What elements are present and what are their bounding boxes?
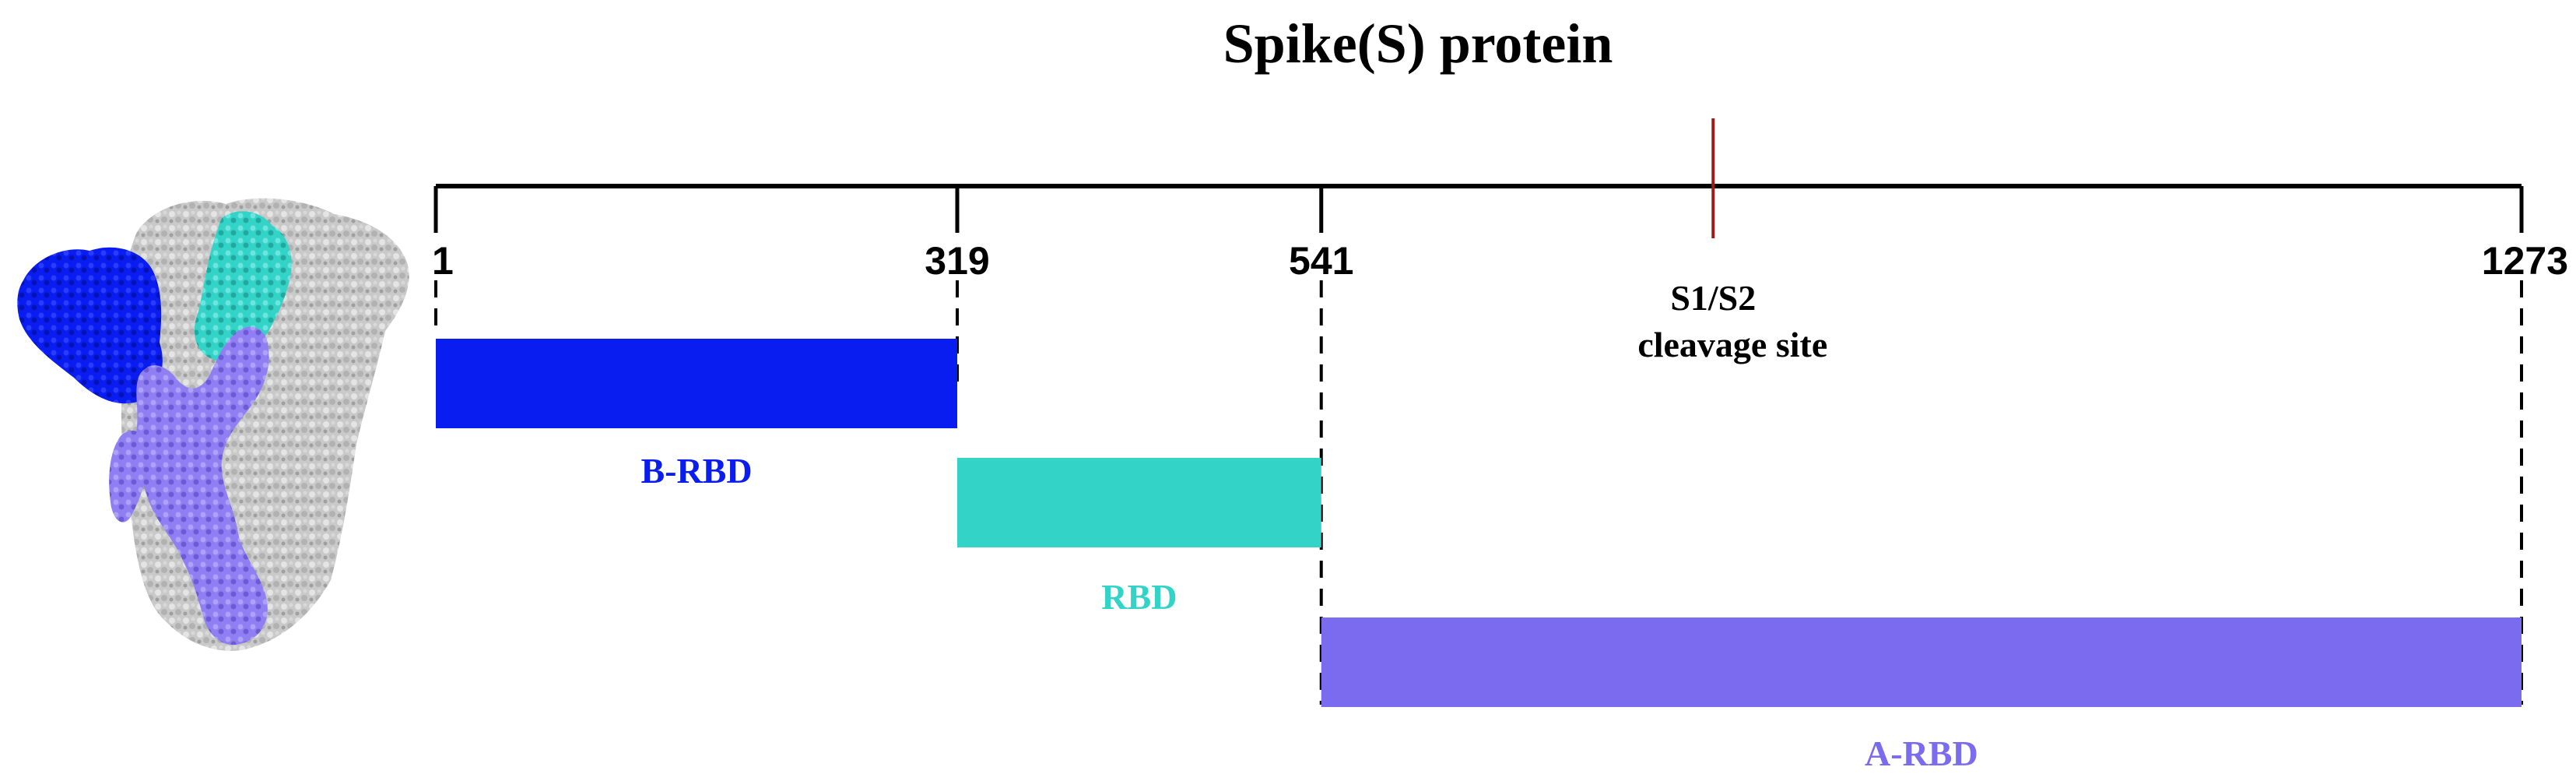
cleavage-site: S1/S2 cleavage site xyxy=(1637,118,1827,364)
b-rbd-label: B-RBD xyxy=(640,451,752,491)
domain-bars: B-RBD RBD A-RBD xyxy=(436,339,2522,773)
diagram-title: Spike(S) protein xyxy=(1223,12,1613,75)
rbd-label: RBD xyxy=(1101,577,1177,617)
cleavage-site-label-line1: S1/S2 xyxy=(1670,278,1756,318)
tick-label: 319 xyxy=(925,239,989,283)
a-rbd-label: A-RBD xyxy=(1865,734,1978,773)
rbd-bar xyxy=(957,458,1321,547)
spike-structure-image xyxy=(17,198,409,651)
tick-label: 1273 xyxy=(2482,239,2568,283)
cleavage-site-label-line2: cleavage site xyxy=(1637,325,1827,364)
tick-label: 1 xyxy=(432,239,454,283)
b-rbd-bar xyxy=(436,339,957,428)
tick-label: 541 xyxy=(1289,239,1353,283)
a-rbd-bar xyxy=(1321,617,2522,707)
